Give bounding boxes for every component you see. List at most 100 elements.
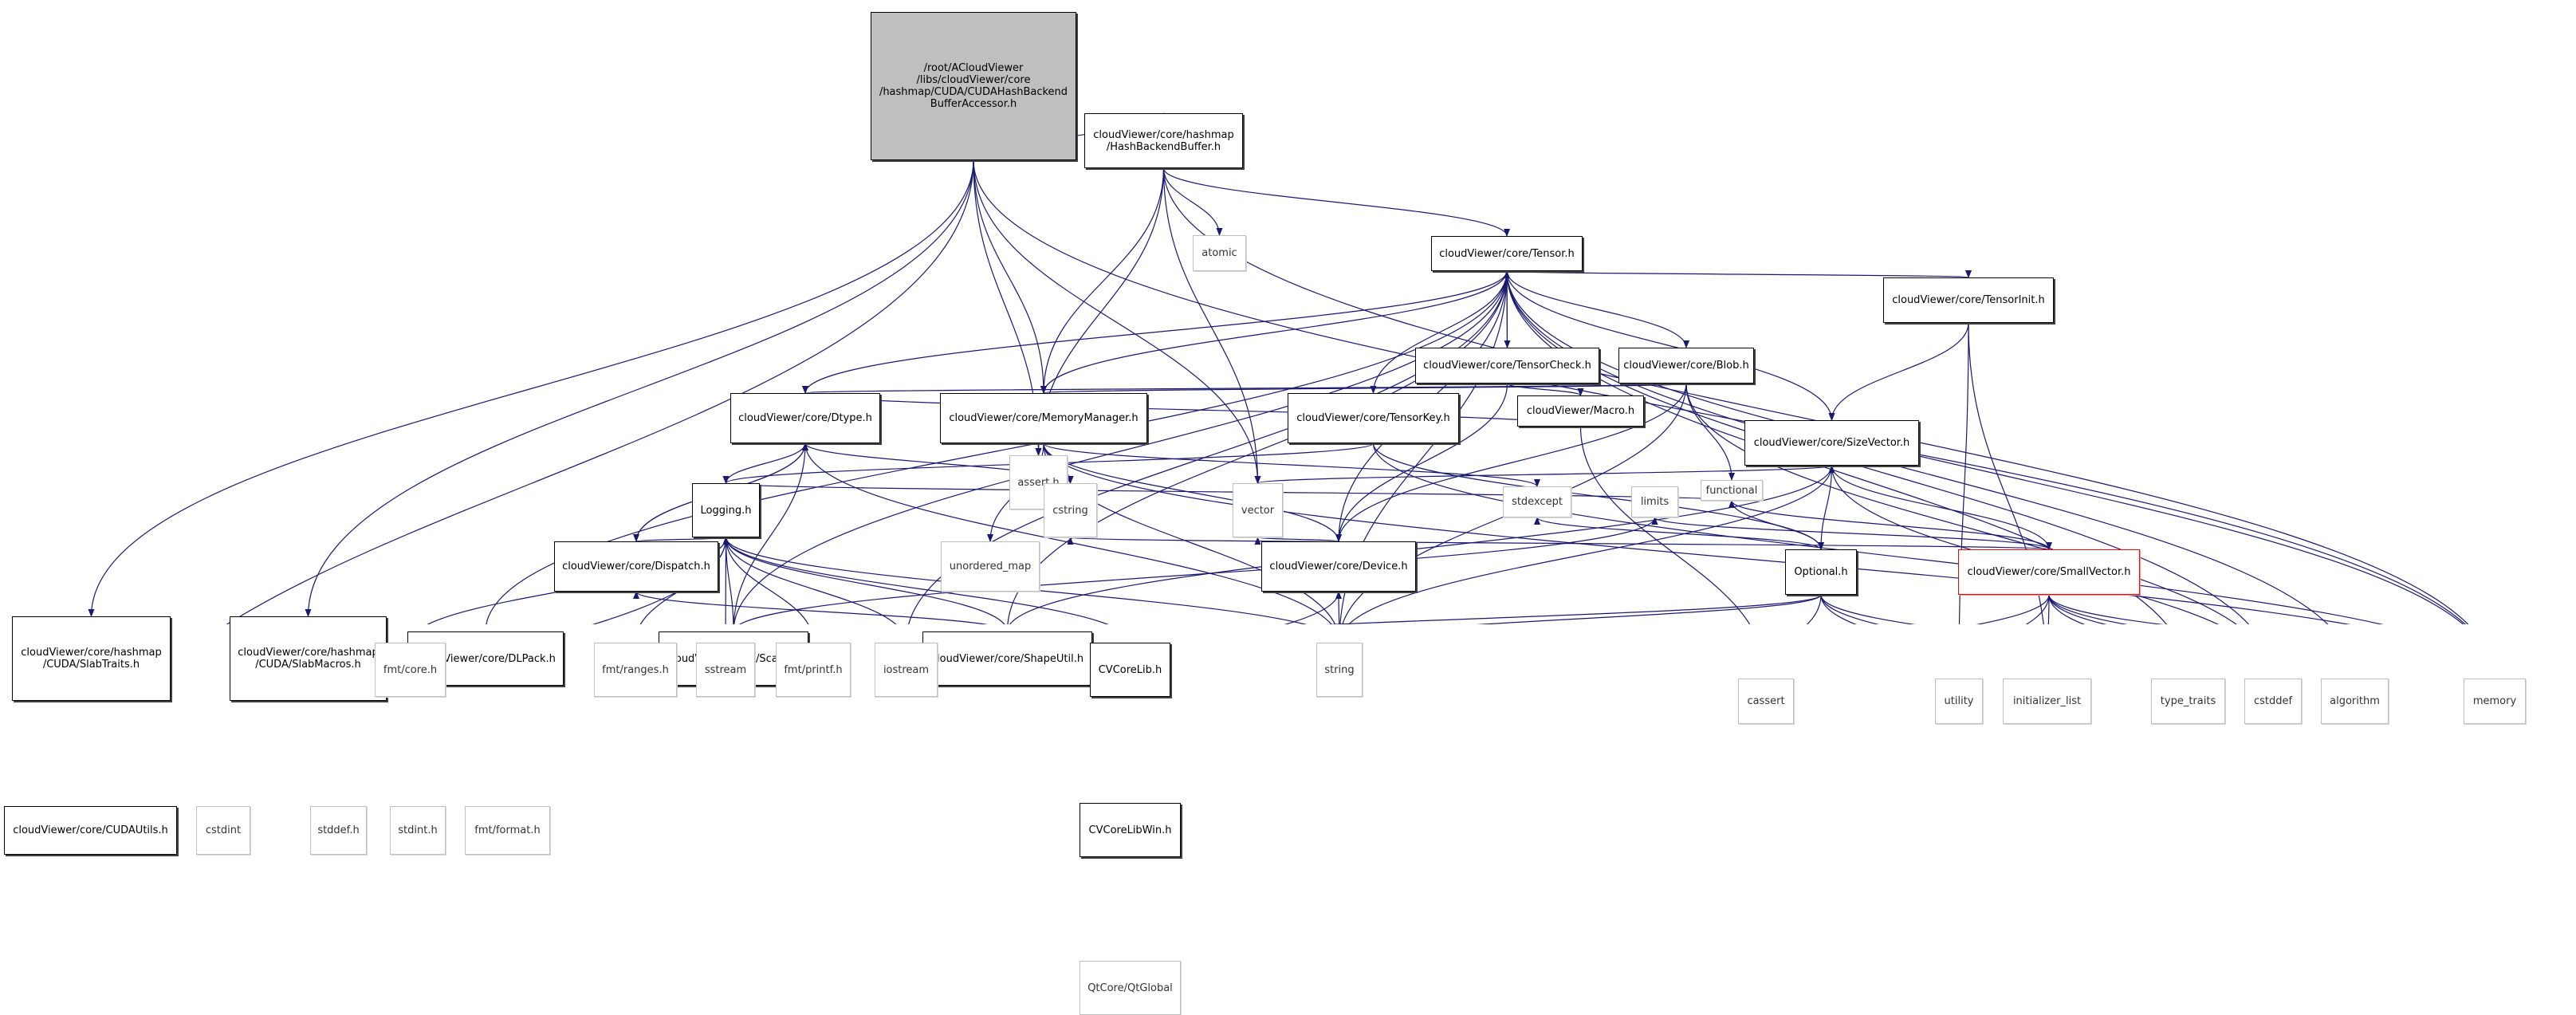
node-slab-macros[interactable]: cloudViewer/core/hashmap /CUDA/SlabMacro… bbox=[230, 616, 387, 701]
edge-memmgr-to-stdexcept bbox=[1043, 443, 1540, 487]
edge-dispatch-to-logging bbox=[635, 537, 730, 545]
node-tensor[interactable]: cloudViewer/core/Tensor.h bbox=[1431, 236, 1583, 271]
node-atomic: atomic bbox=[1193, 235, 1246, 271]
edge-sizevector-to-vector bbox=[1255, 465, 1833, 484]
node-cstddef: cstddef bbox=[2244, 679, 2302, 724]
edge-tensor-to-tensorinit bbox=[1506, 269, 1971, 278]
edge-optional-to-utility bbox=[1820, 594, 1857, 624]
dependency-graph-edges bbox=[88, 112, 2469, 624]
edge-hbb-to-tensor bbox=[1162, 167, 1510, 237]
node-optional[interactable]: Optional.h bbox=[1785, 549, 1857, 595]
edge-root-to-vector bbox=[973, 159, 1261, 484]
edge-tensorkey-to-memory bbox=[1372, 443, 2384, 624]
edge-tensorinit-to-sizevector bbox=[1828, 322, 1969, 421]
edge-tensor-to-blob bbox=[1506, 270, 1689, 348]
node-utility: utility bbox=[1935, 679, 1983, 724]
edge-tensor-to-sizevector bbox=[1506, 270, 1835, 421]
edge-smallvector-to-cstddef bbox=[2048, 594, 2107, 624]
edge-tensor-to-dlpack bbox=[482, 270, 1508, 624]
edge-shapeutil-to-logging bbox=[722, 537, 1005, 624]
edge-tensor-to-dtype bbox=[802, 270, 1508, 394]
edge-sizevector-to-smallvector bbox=[1831, 465, 2052, 550]
edge-tensor-to-tensorkey bbox=[1370, 270, 1508, 394]
node-size-vector[interactable]: cloudViewer/core/SizeVector.h bbox=[1744, 420, 1919, 466]
node-macro[interactable]: cloudViewer/Macro.h bbox=[1517, 395, 1644, 427]
node-shape-util[interactable]: cloudViewer/core/ShapeUtil.h bbox=[922, 631, 1092, 686]
edge-shapeutil-to-dispatch bbox=[633, 591, 989, 624]
edge-blob-to-device bbox=[1335, 383, 1687, 542]
edge-blob-to-cstddef bbox=[1685, 383, 2237, 624]
edge-smallvector-to-algorithm bbox=[2048, 594, 2129, 624]
edge-hbb-to-atomic bbox=[1162, 167, 1223, 236]
node-iostream: iostream bbox=[875, 643, 938, 697]
edge-blob-to-functional bbox=[1685, 383, 1735, 481]
edge-optional-to-type_traits bbox=[1820, 594, 1916, 624]
node-qtcore-qtglobal: QtCore/QtGlobal bbox=[1080, 961, 1181, 1015]
edge-tensor-to-memmgr bbox=[1040, 270, 1508, 394]
edge-macro-to-cassert bbox=[1579, 426, 1751, 624]
edge-smallvector-to-cassert bbox=[1976, 594, 2050, 624]
edge-tensorcheck-to-device bbox=[1335, 383, 1508, 542]
edge-smallvector-to-type_traits bbox=[2048, 594, 2086, 624]
node-initializer-list: initializer_list bbox=[2003, 679, 2091, 724]
node-cstring: cstring bbox=[1044, 483, 1097, 537]
node-dispatch[interactable]: cloudViewer/core/Dispatch.h bbox=[554, 541, 718, 592]
edge-logging-to-functional bbox=[725, 482, 1734, 502]
edge-logging-to-cvcorelib bbox=[725, 537, 1109, 624]
edge-optional-to-stdexcept bbox=[1534, 517, 1822, 550]
node-cassert: cassert bbox=[1738, 679, 1794, 724]
node-tensor-init[interactable]: cloudViewer/core/TensorInit.h bbox=[1883, 277, 2054, 323]
edge-dtype-to-macro bbox=[804, 392, 1584, 427]
edge-hbb-to-memmgr bbox=[1040, 167, 1165, 394]
node-cuda-utils[interactable]: cloudViewer/core/CUDAUtils.h bbox=[4, 806, 177, 855]
node-small-vector[interactable]: cloudViewer/core/SmallVector.h bbox=[1958, 549, 2140, 595]
edge-sizevector-to-optional bbox=[1818, 465, 1833, 550]
edge-optional-to-cvcorelib bbox=[1324, 594, 1822, 624]
edge-root-to-cudautils bbox=[226, 159, 974, 624]
node-algorithm: algorithm bbox=[2321, 679, 2389, 724]
edge-optional-to-initializer_list bbox=[1820, 594, 1880, 624]
edge-smallvector-to-utility bbox=[2025, 594, 2050, 624]
edge-hbb-to-vector bbox=[1162, 167, 1261, 484]
node-cvcorelibwin[interactable]: CVCoreLibWin.h bbox=[1080, 803, 1181, 857]
edge-tensorcheck-to-tensor bbox=[1504, 270, 1511, 348]
node-slab-traits[interactable]: cloudViewer/core/hashmap /CUDA/SlabTrait… bbox=[12, 616, 171, 701]
node-tensor-check[interactable]: cloudViewer/core/TensorCheck.h bbox=[1415, 348, 1599, 384]
node-hash-backend-buffer[interactable]: cloudViewer/core/hashmap /HashBackendBuf… bbox=[1084, 113, 1243, 168]
edge-tensor-to-type_traits bbox=[1506, 270, 2168, 624]
node-stddef-h: stddef.h bbox=[310, 806, 367, 855]
node-functional: functional bbox=[1701, 480, 1763, 501]
edge-root-to-slabmacros bbox=[305, 159, 974, 617]
node-blob[interactable]: cloudViewer/core/Blob.h bbox=[1618, 348, 1754, 384]
edge-logging-to-fmtprintf bbox=[725, 537, 809, 624]
edge-sizevector-to-string bbox=[1348, 465, 1833, 624]
edge-tensorinit-to-utility bbox=[1958, 322, 1969, 624]
node-root-file: /root/ACloudViewer /libs/cloudViewer/cor… bbox=[871, 12, 1076, 160]
edge-smallvector-to-limits bbox=[1651, 517, 2050, 550]
node-logging[interactable]: Logging.h bbox=[692, 483, 760, 537]
node-memory-manager[interactable]: cloudViewer/core/MemoryManager.h bbox=[940, 393, 1147, 443]
edge-optional-to-cassert bbox=[1806, 594, 1822, 624]
edge-tensorinit-to-initializer_list bbox=[1968, 322, 2044, 624]
edge-memmgr-to-memory bbox=[1043, 443, 2351, 624]
node-fmt-core: fmt/core.h bbox=[375, 643, 446, 697]
edge-tensor-to-shapeutil bbox=[1004, 270, 1508, 624]
node-tensor-key[interactable]: cloudViewer/core/TensorKey.h bbox=[1288, 393, 1459, 443]
node-vector: vector bbox=[1233, 483, 1283, 537]
edge-device-to-vector bbox=[1254, 537, 1339, 545]
node-sstream: sstream bbox=[696, 643, 755, 697]
node-device[interactable]: cloudViewer/core/Device.h bbox=[1261, 541, 1416, 592]
edge-smallvector-to-functional bbox=[1728, 500, 2050, 550]
edge-logging-to-iostream bbox=[725, 537, 897, 624]
edge-smallvector-to-memory bbox=[2048, 594, 2165, 624]
node-limits: limits bbox=[1631, 486, 1678, 517]
edge-tensor-to-cstddef bbox=[1506, 270, 2250, 624]
edge-shapeutil-to-sizevector bbox=[1009, 465, 1835, 624]
edge-smallvector-to-cstring bbox=[1068, 537, 2050, 550]
node-fmt-format: fmt/format.h bbox=[465, 806, 550, 855]
edge-tensorcheck-to-macro bbox=[1506, 383, 1584, 396]
node-cvcorelib[interactable]: CVCoreLib.h bbox=[1090, 643, 1170, 697]
node-stdint-h: stdint.h bbox=[390, 806, 446, 855]
node-fmt-printf: fmt/printf.h bbox=[776, 643, 851, 697]
node-dtype[interactable]: cloudViewer/core/Dtype.h bbox=[730, 393, 880, 443]
